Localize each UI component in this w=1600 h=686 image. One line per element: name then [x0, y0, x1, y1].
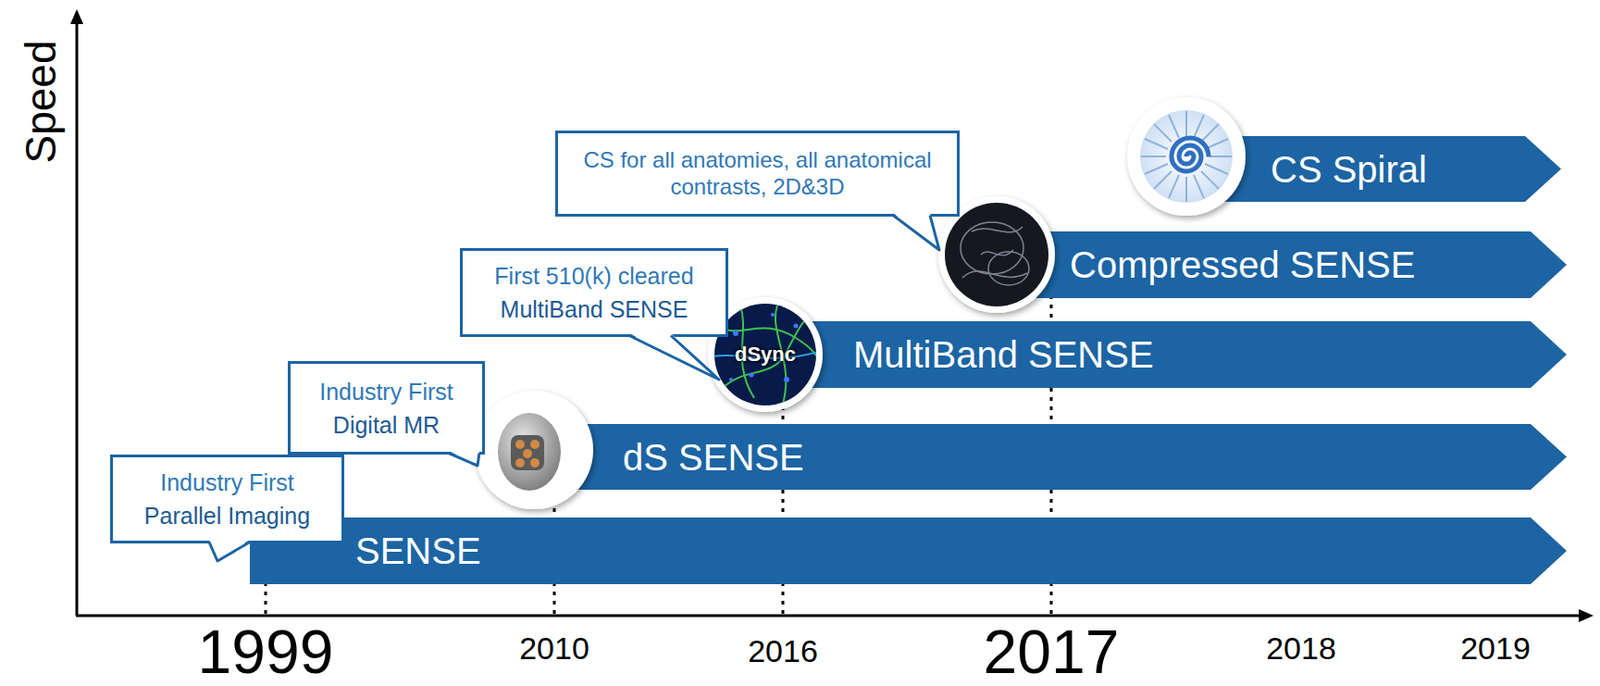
callout-text: MultiBand SENSE	[500, 295, 689, 323]
band-arrow-shape	[249, 517, 1567, 584]
band-label: MultiBand SENSE	[853, 334, 1154, 375]
x-axis	[75, 614, 1581, 618]
callout-text: CS for all anatomies, all anatomical con…	[567, 147, 948, 201]
callout-box: Industry FirstParallel Imaging	[110, 454, 345, 544]
timeline-band: dS SENSE	[533, 423, 1567, 490]
band-arrow-shape	[533, 423, 1567, 490]
axis-title: Speed	[19, 39, 63, 163]
year-label: 1999	[198, 620, 335, 683]
band-label: CS Spiral	[1270, 148, 1427, 190]
year-label: 2017	[983, 620, 1120, 683]
icon-circle: dSync	[714, 303, 817, 406]
callout-pointer	[629, 333, 720, 380]
callout-text: Industry First	[319, 377, 453, 406]
year-label: 2010	[519, 632, 590, 664]
callout-text: First 510(k) cleared	[494, 261, 694, 290]
band-arrow-shape	[1193, 136, 1562, 202]
y-axis	[75, 20, 79, 616]
year-label: 2016	[747, 634, 819, 667]
callout-text: Parallel Imaging	[144, 501, 311, 530]
band-label: dS SENSE	[622, 436, 805, 478]
x-axis-arrow	[1578, 608, 1594, 622]
timeline-band: Compressed SENSE	[1036, 231, 1567, 298]
callout-pointer	[893, 212, 940, 250]
band-label: Compressed SENSE	[1069, 244, 1415, 286]
callout-box: CS for all anatomies, all anatomical con…	[555, 130, 960, 217]
year-label: 2019	[1460, 632, 1531, 664]
circle-label: dSync	[734, 342, 796, 367]
band-label: SENSE	[355, 530, 482, 571]
timeline-band: MultiBand SENSE	[765, 321, 1567, 388]
callout-box: Industry FirstDigital MR	[287, 360, 485, 455]
year-label: 2018	[1265, 632, 1337, 664]
callout-box: First 510(k) clearedMultiBand SENSE	[459, 248, 729, 337]
y-axis-arrow	[70, 9, 84, 25]
timeline-band: CS Spiral	[1193, 136, 1562, 202]
callout-text: Digital MR	[333, 410, 440, 439]
band-arrow-shape	[1036, 231, 1567, 298]
band-arrow-shape	[765, 321, 1567, 388]
callout-text: Industry First	[160, 468, 294, 497]
timeline-band: SENSE	[249, 517, 1567, 584]
